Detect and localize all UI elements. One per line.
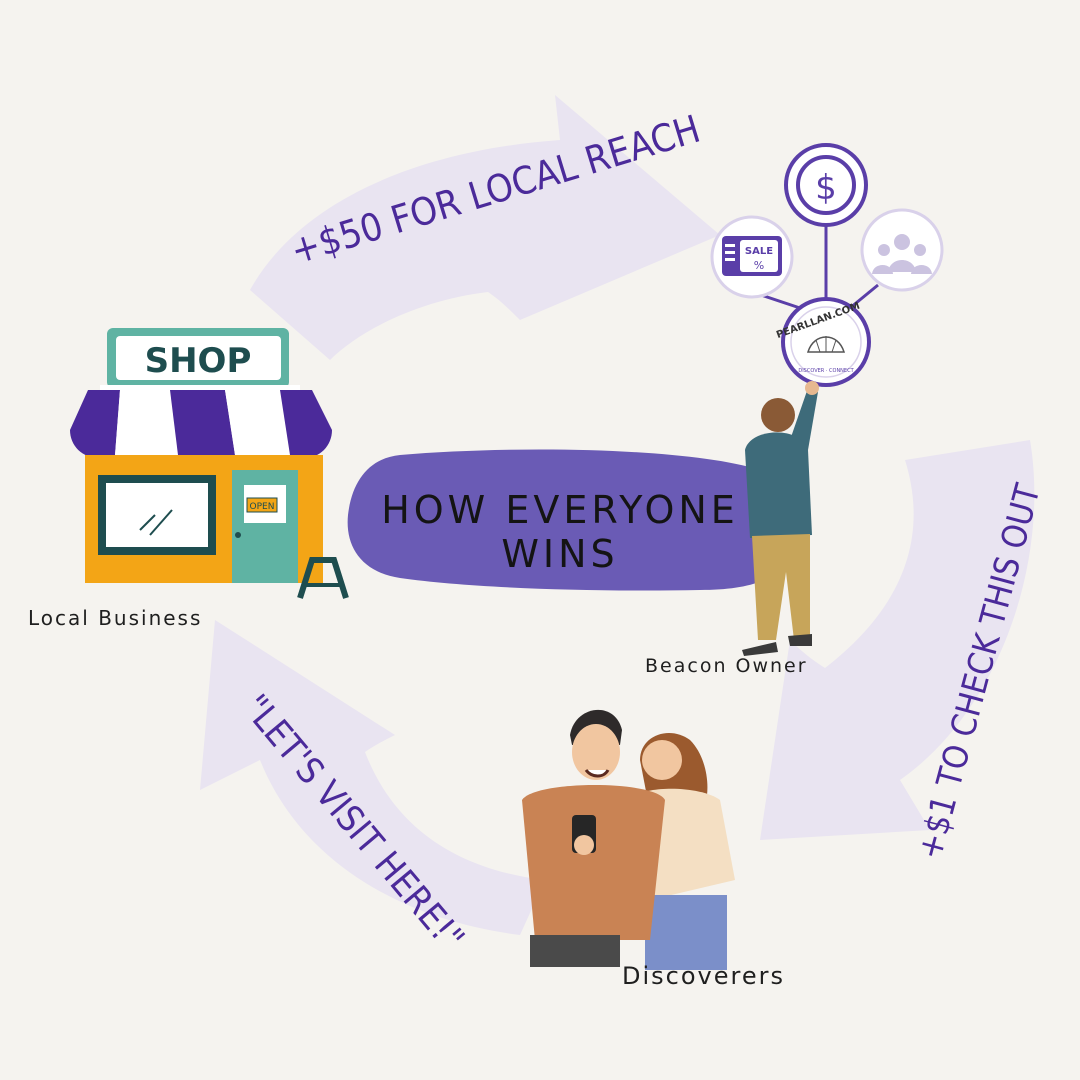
arrow-left bbox=[200, 620, 545, 935]
arrow-top bbox=[250, 95, 720, 360]
svg-text:%: % bbox=[754, 259, 764, 272]
arrow-right bbox=[760, 440, 1035, 840]
discoverers-label: Discoverers bbox=[622, 962, 785, 990]
center-blob bbox=[347, 449, 797, 591]
people-icon bbox=[860, 208, 944, 292]
man-figure bbox=[522, 709, 665, 967]
awning bbox=[70, 390, 332, 465]
pearllan-logo: PEARLLAN.COM DISCOVER · CONNECT bbox=[775, 297, 871, 387]
svg-text:SALE: SALE bbox=[745, 246, 773, 257]
door-sign-text: OPEN bbox=[250, 502, 275, 512]
dollar-icon: $ bbox=[784, 143, 868, 227]
svg-text:DISCOVER · CONNECT: DISCOVER · CONNECT bbox=[798, 368, 854, 374]
shop-sign-text: SHOP bbox=[145, 341, 252, 381]
beacon-owner-figure bbox=[742, 381, 819, 656]
beacon-owner-label: Beacon Owner bbox=[645, 655, 808, 677]
sale-coupon-icon: SALE % bbox=[710, 215, 794, 299]
svg-text:$: $ bbox=[815, 168, 837, 208]
local-business-label: Local Business bbox=[28, 606, 203, 630]
center-title: HOW EVERYONE WINS bbox=[381, 488, 739, 576]
